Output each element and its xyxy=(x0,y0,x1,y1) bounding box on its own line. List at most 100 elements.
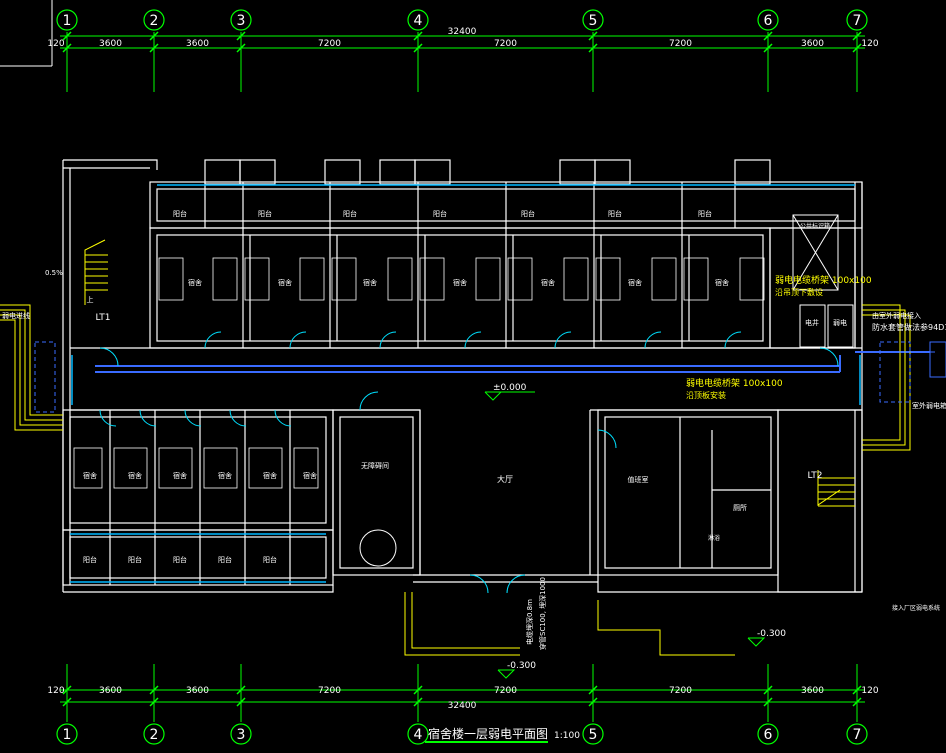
hall-door[interactable] xyxy=(359,391,379,411)
dorm-door[interactable] xyxy=(724,331,742,349)
axis-label: 5 xyxy=(589,13,598,29)
dimension-tick xyxy=(236,31,246,41)
shaft-label: 电井 xyxy=(805,318,819,327)
corridor-door[interactable] xyxy=(819,347,839,367)
bed xyxy=(248,447,283,489)
electrical-shafts xyxy=(792,214,854,348)
axis-bubble xyxy=(143,9,165,31)
tray2-sub-annotation: 沿顶板安装 xyxy=(686,390,726,400)
right-bottom-label: 接入厂区弱电系统 xyxy=(892,604,940,612)
bed xyxy=(73,447,103,489)
dimension-tick xyxy=(413,31,423,41)
dorm-door[interactable] xyxy=(554,331,572,349)
dorm-door[interactable] xyxy=(139,409,157,427)
bed xyxy=(563,257,589,301)
axis-label: 7 xyxy=(853,727,862,743)
dimension-segment: 7200 xyxy=(669,39,692,49)
bed xyxy=(387,257,413,301)
dimension-tick xyxy=(236,685,246,695)
axis-label: 2 xyxy=(150,13,159,29)
sheet-corner xyxy=(0,0,53,67)
balcony-label: 阳台 xyxy=(258,209,272,218)
dorm-door[interactable] xyxy=(184,409,202,427)
stair-lt1 xyxy=(84,239,108,305)
axis-bubble xyxy=(582,9,604,31)
elevation-low-1: -0.300 xyxy=(507,661,536,671)
dimension-segment: 3600 xyxy=(801,39,824,49)
dimension-segment: 3600 xyxy=(99,39,122,49)
bath-label: 淋浴 xyxy=(708,534,720,542)
dimension-tick xyxy=(236,697,246,707)
dimension-edge: 120 xyxy=(861,686,878,696)
dimension-segment: 7200 xyxy=(494,39,517,49)
dorm-label: 宿舍 xyxy=(263,471,277,480)
outdoor-links xyxy=(34,341,946,413)
axis-bubble xyxy=(407,9,429,31)
dorm-door[interactable] xyxy=(99,409,117,427)
left-entry-label: 弱电进线 xyxy=(2,311,30,320)
axis-bubble xyxy=(56,723,78,745)
dimension-total: 32400 xyxy=(448,701,477,711)
restroom-label: 无障碍间 xyxy=(361,461,389,470)
dimension-tick xyxy=(236,43,246,53)
axis-label: 1 xyxy=(63,13,72,29)
balcony-label: 阳台 xyxy=(698,209,712,218)
dorm-door[interactable] xyxy=(229,409,247,427)
axis-grid xyxy=(66,32,858,722)
dimension-tick xyxy=(763,685,773,695)
elevation-zero: ±0.000 xyxy=(493,383,527,393)
balcony-label: 阳台 xyxy=(128,555,142,564)
shaft-label: 弱电 xyxy=(833,318,847,327)
axis-label: 3 xyxy=(237,13,246,29)
dorm-label: 宿舍 xyxy=(453,278,467,287)
dimension-edge: 120 xyxy=(47,39,64,49)
dimension-tick xyxy=(62,697,72,707)
dorm-label: 宿舍 xyxy=(278,278,292,287)
dorm-door[interactable] xyxy=(289,331,307,349)
axis-bubble xyxy=(757,723,779,745)
dimension-tick xyxy=(62,685,72,695)
dorm-door[interactable] xyxy=(464,331,482,349)
dimension-tick xyxy=(588,697,598,707)
axis-bubble xyxy=(230,723,252,745)
bed xyxy=(203,447,238,489)
bed xyxy=(683,257,709,301)
balcony-label: 阳台 xyxy=(433,209,447,218)
balcony-label: 阳台 xyxy=(263,555,277,564)
right-entry-label-2: 防水套管做法参94D101 xyxy=(872,322,946,332)
dorm-label: 宿舍 xyxy=(363,278,377,287)
bed xyxy=(507,257,533,301)
balcony-label: 阳台 xyxy=(83,555,97,564)
axis-label: 6 xyxy=(764,727,773,743)
balcony-bump xyxy=(414,159,451,185)
room-labels: 阳台阳台阳台阳台阳台阳台阳台宿舍宿舍宿舍宿舍宿舍宿舍宿舍宿舍宿舍宿舍宿舍宿舍宿舍… xyxy=(83,209,847,564)
dorm-door[interactable] xyxy=(204,331,222,349)
corridor-door[interactable] xyxy=(99,347,119,367)
hall-entry-doors[interactable] xyxy=(469,574,526,594)
duty-door[interactable] xyxy=(597,429,617,449)
north-dorm-partitions xyxy=(204,159,771,348)
balcony-bump xyxy=(734,159,771,185)
duty-room-label: 值班室 xyxy=(628,475,649,484)
bed xyxy=(739,257,765,301)
balcony-label: 阳台 xyxy=(343,209,357,218)
dorm-door[interactable] xyxy=(644,331,662,349)
dorm-label: 宿舍 xyxy=(218,471,232,480)
dimension-edge: 120 xyxy=(47,686,64,696)
dorm-door[interactable] xyxy=(379,331,397,349)
dimension-tick xyxy=(62,31,72,41)
dorm-door[interactable] xyxy=(274,409,292,427)
bottom-entry-label: 电缆埋深0.8m xyxy=(525,599,534,645)
drawing-scale: 1:100 xyxy=(554,731,580,741)
stair-lt2 xyxy=(817,470,855,507)
tray1-sub-annotation: 沿吊顶下敷设 xyxy=(775,287,823,297)
axis-label: 3 xyxy=(237,727,246,743)
bed xyxy=(299,257,325,301)
dimension-tick xyxy=(413,43,423,53)
dimension-tick xyxy=(413,685,423,695)
dimension-tick xyxy=(149,31,159,41)
dimension-tick xyxy=(149,697,159,707)
